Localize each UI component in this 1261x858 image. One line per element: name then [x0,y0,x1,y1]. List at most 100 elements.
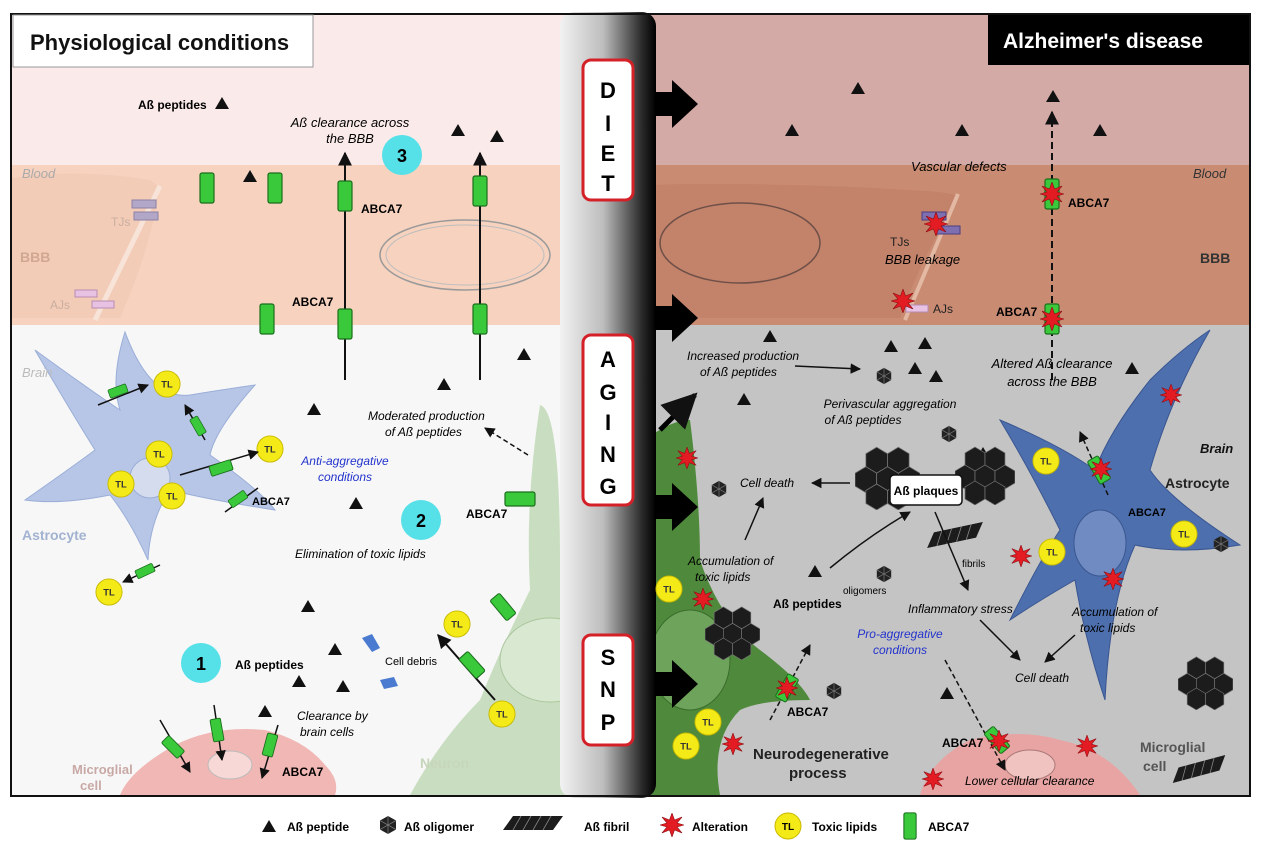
right-accum-right-line1: Accumulation of [1071,605,1159,619]
left-tjs-label: TJs [111,215,130,229]
abca7-transporter [337,308,353,340]
factor-snp: S N P [581,633,635,747]
left-anti-aggregative-line2: conditions [318,470,372,484]
right-aj-bars [905,304,929,313]
abca7-transporter [259,303,275,335]
production-arrow [484,427,529,456]
toxic-lipid [95,578,123,606]
toxic-lipid [694,708,722,736]
legend-abca7-label: ABCA7 [928,820,970,834]
legend-alteration-icon [660,813,684,837]
right-bbb-leakage: BBB leakage [885,252,960,267]
left-bbb-label: BBB [20,249,50,265]
abca7-transporter [472,175,488,207]
left-title-box [12,14,314,68]
right-cell-death-bottom: Cell death [1015,671,1069,685]
right-accum-left-line2: toxic lipids [695,570,750,584]
right-endothelial-cell [612,184,960,318]
left-anti-aggregative-line1: Anti-aggregative [300,454,389,468]
toxic-lipid [655,575,683,603]
toxic-lipid [488,700,516,728]
right-neurodegenerative-line1: Neurodegenerative [753,746,889,763]
left-abca7-bbb-top: ABCA7 [361,202,403,216]
right-pro-aggregative-line1: Pro-aggregative [857,627,943,641]
right-accum-left-line1: Accumulation of [687,554,775,568]
right-inflammatory: Inflammatory stress [908,602,1013,616]
right-accum-right-line2: toxic lipids [1080,621,1135,635]
right-altered-line1: Altered Aß clearance [991,356,1113,371]
right-tjs-label: TJs [890,235,909,249]
toxic-lipid [1038,538,1066,566]
right-abca7-astro: ABCA7 [1128,507,1166,519]
right-fibrils: fibrils [962,559,985,570]
left-moderated-line2: of Aß peptides [385,425,462,439]
step-badge-1 [181,643,221,683]
legend-peptide-label: Aß peptide [287,820,349,834]
legend-fibril-label: Aß fibril [584,820,629,834]
left-neuron-label: Neuron [420,755,469,771]
legend-toxic-lipid-icon [774,812,802,840]
factor-letter: N [600,677,616,702]
toxic-lipid [158,482,186,510]
factor-letter: A [600,347,616,372]
legend: Aß peptide Aß oligomer Aß fibril Alterat… [262,812,970,840]
left-clearance-cells-line2: brain cells [300,725,354,739]
abeta-plaques-box [889,474,963,506]
left-clearance-bbb-line2: the BBB [326,131,374,146]
legend-oligomer-label: Aß oligomer [404,820,474,834]
factor-letter: G [599,380,616,405]
left-astrocyte-label: Astrocyte [22,527,87,543]
step-number-3: 3 [397,146,407,166]
left-ajs-label: AJs [50,298,70,312]
right-oligomers: oligomers [843,586,886,597]
step-number-1: 1 [196,654,206,674]
legend-peptide-icon [262,820,276,832]
right-title: Alzheimer's disease [1003,30,1203,53]
left-title: Physiological conditions [30,30,289,55]
left-blood-label: Blood [22,166,56,181]
aging-arrow [658,392,698,432]
legend-abca7-icon [903,812,917,840]
step-badge-2 [401,500,441,540]
right-pro-aggregative-line2: conditions [873,643,927,657]
step-badge-3 [382,135,422,175]
right-increased-line2: of Aß peptides [700,365,777,379]
right-abca7-micro: ABCA7 [942,736,984,750]
right-nucleus [659,202,821,284]
right-neurodegenerative-line2: process [789,765,847,782]
left-abca7-astro: ABCA7 [252,496,290,508]
right-astrocyte-label: Astrocyte [1165,475,1230,491]
factor-letter: G [599,474,616,499]
factor-aging: A G I N G [581,333,635,507]
outer-frame [10,13,1251,797]
right-abeta-plaques: Aß plaques [894,484,959,498]
left-clearance-bbb-line1: Aß clearance across [290,115,410,130]
toxic-lipid [256,435,284,463]
right-abeta-peptides: Aß peptides [773,597,842,611]
right-perivascular-line2: of Aß peptides [825,413,902,427]
left-abca7-micro: ABCA7 [282,765,324,779]
right-abca7-bbb: ABCA7 [996,305,1038,319]
left-panel [12,15,612,795]
right-brain-label: Brain [1200,441,1233,456]
right-abca7-neuro: ABCA7 [787,705,829,719]
factor-letter: S [601,645,616,670]
factor-letter: I [605,410,611,435]
toxic-lipid [1032,447,1060,475]
right-increased-line1: Increased production [687,349,799,363]
right-microglial-line1: Microglial [1140,739,1205,755]
abca7-transporter [472,303,488,335]
factor-letter: N [600,442,616,467]
right-cell-death-top: Cell death [740,476,794,490]
abca7-transporter [199,172,215,204]
left-abca7-neuron: ABCA7 [466,507,508,521]
toxic-lipid [145,440,173,468]
left-moderated-line1: Moderated production [368,409,485,423]
right-astrocyte [998,329,1242,701]
cell-debris-shapes [362,634,398,689]
toxic-lipid [1170,520,1198,548]
left-endothelial-cell [12,173,160,318]
toxic-lipid [107,470,135,498]
left-aj-bars [74,289,115,309]
